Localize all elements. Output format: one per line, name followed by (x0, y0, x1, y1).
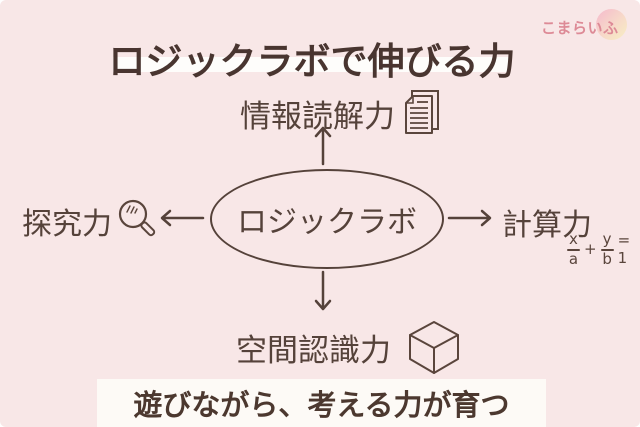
fraction-bar (600, 249, 614, 251)
node-reading-skill: 情報読解力 (240, 88, 441, 138)
site-logo: こまらいふ (541, 20, 619, 37)
formula-numerator-x: x (569, 230, 578, 249)
formula-denominator-a: a (568, 250, 579, 268)
formula-numerator-y: y (602, 230, 612, 249)
node-inquiry-skill: 探究力 (22, 196, 160, 246)
arrow-up-icon (314, 124, 332, 166)
arrow-right-icon (446, 209, 494, 227)
footer-highlight-band: 遊びながら、考える力が育つ (97, 379, 546, 427)
node-spatial-skill: 空間認識力 (236, 318, 463, 376)
spatial-skill-label: 空間認識力 (236, 332, 391, 368)
node-calculation-skill: 計算力 (502, 200, 592, 244)
reading-skill-label: 情報読解力 (240, 98, 395, 134)
page-title: ロジックラボで伸びる力 (108, 41, 516, 82)
magnifier-icon (114, 196, 160, 246)
documents-icon (403, 88, 441, 138)
cube-icon (405, 318, 463, 376)
footer-tagline: 遊びながら、考える力が育つ (133, 390, 510, 422)
fraction-y-b: y b (600, 230, 614, 268)
center-node-logic-lab: ロジックラボ (210, 169, 444, 269)
math-formula: x a + y b = 1 (567, 231, 640, 269)
title-highlight-band (113, 57, 510, 72)
fraction-bar (567, 249, 580, 251)
fraction-x-a: x a (567, 230, 580, 268)
logo-gradient-circle (596, 9, 627, 40)
logic-lab-label: ロジックラボ (237, 206, 417, 239)
formula-denominator-b: b (602, 250, 612, 268)
calculation-skill-label: 計算力 (502, 209, 592, 242)
formula-equals-one: = 1 (617, 231, 631, 267)
arrow-left-icon (158, 209, 206, 227)
formula-plus: + (584, 240, 597, 258)
inquiry-skill-label: 探究力 (22, 208, 112, 241)
arrow-down-icon (314, 270, 332, 314)
